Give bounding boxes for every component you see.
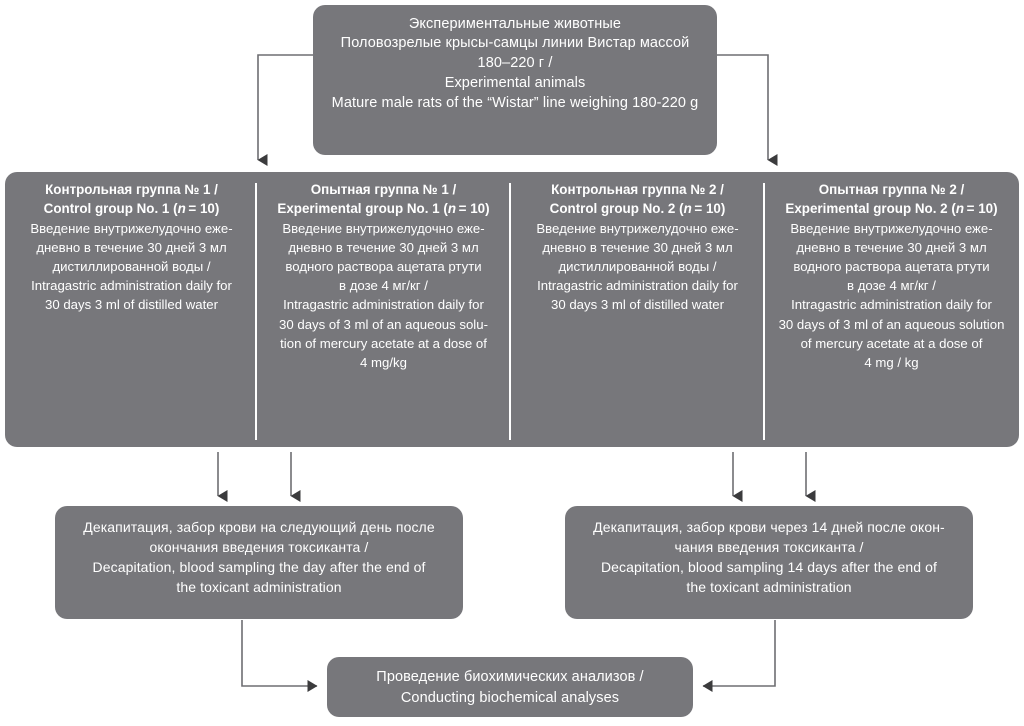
group-body-line: 4 mg/kg	[360, 354, 407, 370]
group-heading-en: Experimental group No. 2 (n = 10)	[785, 201, 998, 217]
experimental-animals-box: Экспериментальные животные Половозрелые …	[313, 5, 717, 155]
group-body-line: Intragastric administration daily for	[537, 278, 738, 294]
group-heading-ru: Опытная группа № 2 /	[818, 182, 965, 197]
group-divider-1	[255, 183, 257, 440]
decap-right-line: Decapitation, blood sampling 14 days aft…	[600, 558, 938, 575]
top-box-line-2: Половозрелые крысы-самцы линии Вистар ма…	[340, 35, 690, 52]
group-body-line: of mercury acetate at a dose of	[800, 335, 983, 351]
group-body-line: водного раствора ацетата ртути	[793, 259, 990, 275]
group-cell-control-2: Контрольная группа № 2 / Control group N…	[511, 172, 764, 447]
group-heading-en: Experimental group No. 1 (n = 10)	[277, 201, 490, 217]
group-body-line: Введение внутрижелудочно еже-	[30, 220, 233, 236]
group-body-line: дистиллированной воды /	[558, 259, 717, 275]
final-box-line-2: Conducting biochemical analyses	[400, 690, 620, 707]
study-groups-row: Контрольная группа № 1 / Control group N…	[5, 172, 1019, 447]
top-box-line-5: Mature male rats of the “Wistar” line we…	[331, 94, 699, 111]
final-box-line-1: Проведение биохимических анализов /	[376, 669, 644, 685]
group-cell-experimental-2: Опытная группа № 2 / Experimental group …	[765, 172, 1018, 447]
decapitation-box-left: Декапитация, забор крови на следующий де…	[55, 506, 463, 619]
group-body-line: Введение внутрижелудочно еже-	[282, 220, 485, 236]
connector-top-to-left-groups	[257, 54, 313, 166]
group-body-line: дневно в течение 30 дней 3 мл	[288, 240, 479, 256]
connector-decap-left-to-final	[241, 620, 318, 692]
decap-right-line: the toxicant administration	[686, 578, 852, 595]
decap-right-line: чания введения токсиканта /	[674, 538, 864, 555]
connector-decap-right-to-final	[702, 620, 776, 692]
group-body-line: дистиллированной воды /	[52, 259, 211, 275]
group-body-line: 30 days 3 ml of distilled water	[45, 297, 218, 313]
group-heading-en: Control group No. 1 (n = 10)	[43, 201, 220, 217]
group-body-line: tion of mercury acetate at a dose of	[280, 335, 487, 351]
top-box-line-4: Experimental animals	[444, 75, 586, 92]
group-cell-control-1: Контрольная группа № 1 / Control group N…	[5, 172, 258, 447]
decap-left-line: Декапитация, забор крови на следующий де…	[83, 519, 435, 535]
group-body-line: Intragastric administration daily for	[283, 297, 484, 313]
group-body-line: Intragastric administration daily for	[791, 297, 992, 313]
biochemical-analyses-box: Проведение биохимических анализов / Cond…	[327, 657, 693, 717]
group-body-line: Введение внутрижелудочно еже-	[536, 220, 739, 236]
decap-left-line: окончания введения токсиканта /	[149, 538, 369, 555]
top-box-line-3: 180–220 г /	[477, 55, 553, 72]
group-divider-3	[763, 183, 765, 440]
group-body-line: 4 mg / kg	[864, 354, 919, 370]
decap-right-line: Декапитация, забор крови через 14 дней п…	[593, 519, 945, 535]
decap-left-line: the toxicant administration	[176, 578, 342, 595]
group-body-line: в дозе 4 мг/кг /	[847, 278, 936, 294]
group-body-line: водного раствора ацетата ртути	[285, 259, 482, 275]
group-body-line: в дозе 4 мг/кг /	[339, 278, 428, 294]
group-body-line: дневно в течение 30 дней 3 мл	[36, 240, 227, 256]
connector-top-to-right-groups	[717, 54, 778, 166]
group-body-line: Intragastric administration daily for	[31, 278, 232, 294]
group-body-line: дневно в течение 30 дней 3 мл	[796, 240, 987, 256]
decap-left-line: Decapitation, blood sampling the day aft…	[92, 558, 426, 575]
group-heading-ru: Контрольная группа № 1 /	[45, 182, 218, 197]
group-heading-en: Control group No. 2 (n = 10)	[549, 201, 726, 217]
decapitation-box-right: Декапитация, забор крови через 14 дней п…	[565, 506, 973, 619]
group-heading-ru: Контрольная группа № 2 /	[551, 182, 724, 197]
group-body-line: 30 days of 3 ml of an aqueous solu-	[279, 316, 488, 332]
group-heading-ru: Опытная группа № 1 /	[310, 182, 457, 197]
group-body-line: дневно в течение 30 дней 3 мл	[542, 240, 733, 256]
group-body-line: Введение внутрижелудочно еже-	[790, 220, 993, 236]
group-body-line: 30 days of 3 ml of an aqueous solution	[778, 316, 1005, 332]
group-body-line: 30 days 3 ml of distilled water	[551, 297, 724, 313]
group-divider-2	[509, 183, 511, 440]
top-box-line-1: Экспериментальные животные	[408, 15, 622, 32]
group-cell-experimental-1: Опытная группа № 1 / Experimental group …	[257, 172, 510, 447]
